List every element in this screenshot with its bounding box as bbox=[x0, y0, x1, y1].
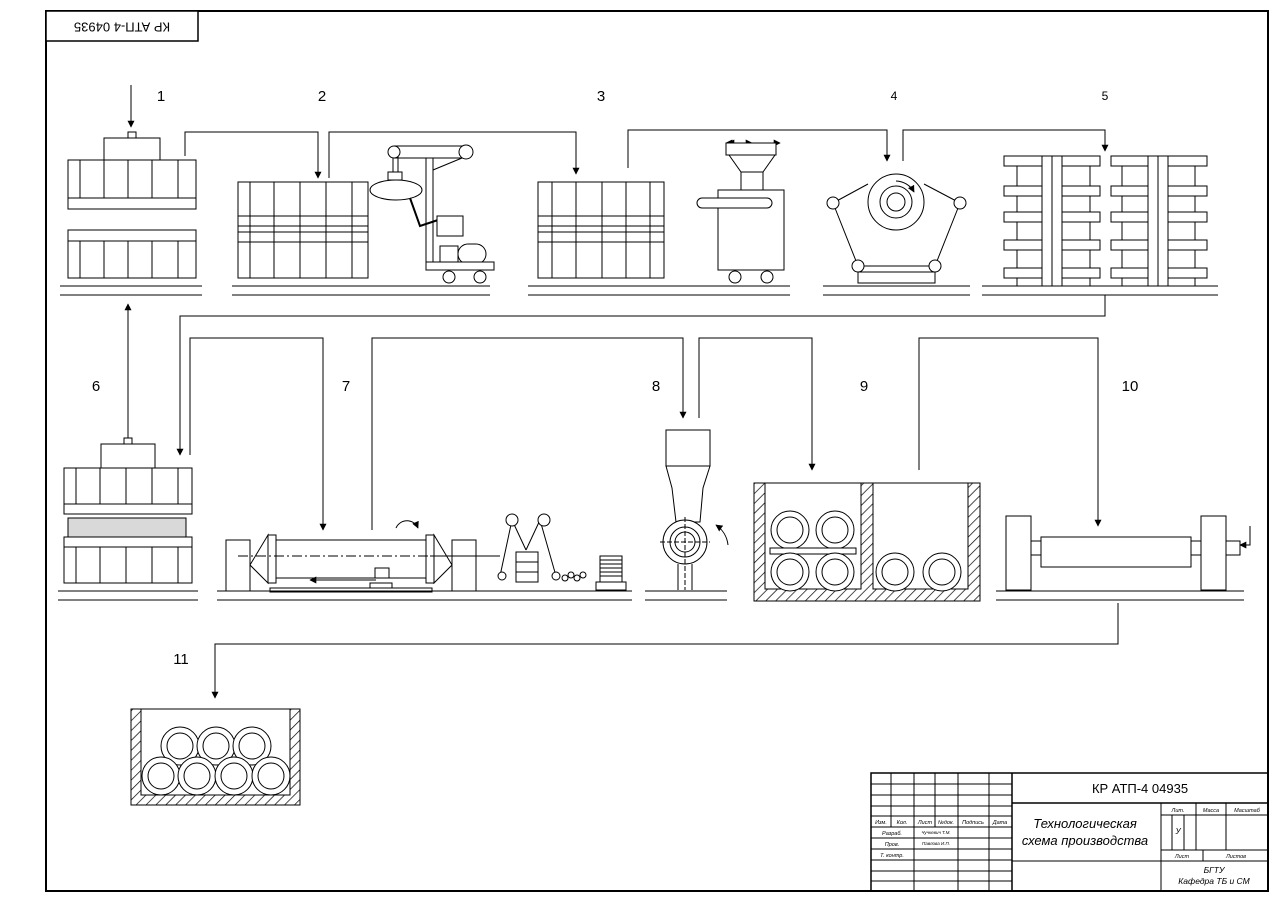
title-block bbox=[870, 772, 1269, 892]
stamp-row-prov: Пров. bbox=[885, 842, 900, 848]
stamp-col-izm: Изм. bbox=[875, 820, 887, 826]
rotated-code-text: КР АТП-4 04935 bbox=[74, 20, 170, 35]
stamp-razrab-name: Чучкевич Т.М. bbox=[921, 830, 950, 835]
stamp-lit-value: У bbox=[1174, 827, 1181, 836]
station-5-storage-racks bbox=[982, 155, 1218, 296]
station-numbers: 1 2 3 4 5 6 7 8 9 10 11 bbox=[92, 88, 1139, 668]
stamp-masshtab-label: Масштаб bbox=[1234, 808, 1261, 814]
drawing-title-line1: Технологическая bbox=[1033, 816, 1137, 831]
stamp-row-tkontr: Т. контр. bbox=[880, 853, 904, 859]
station-7-centrifuge-line bbox=[217, 513, 632, 601]
drawing-frame bbox=[45, 10, 1269, 892]
stamp-col-kol: Кол. bbox=[897, 820, 908, 826]
station-number-2: 2 bbox=[318, 88, 326, 105]
station-9-curing-chamber bbox=[753, 482, 981, 602]
station-11-pipe-storage bbox=[130, 708, 301, 806]
station-number-3: 3 bbox=[597, 88, 605, 105]
department-name: Кафедра ТБ и СМ bbox=[1178, 876, 1250, 886]
station-number-9: 9 bbox=[860, 378, 868, 395]
station-number-10: 10 bbox=[1122, 378, 1139, 395]
stamp-col-podpis: Подпись bbox=[962, 820, 984, 826]
organization-name: БГТУ bbox=[1204, 865, 1226, 875]
station-number-8: 8 bbox=[652, 378, 660, 395]
station-4-winding-machine bbox=[823, 173, 970, 296]
station-number-11: 11 bbox=[173, 651, 189, 668]
stamp-listov-label: Листов bbox=[1225, 854, 1246, 860]
station-8-hopper-rotator bbox=[645, 429, 729, 601]
station-number-4: 4 bbox=[891, 89, 898, 103]
stamp-prov-name: Павлова И.П. bbox=[922, 841, 950, 846]
rotated-code-stamp: КР АТП-4 04935 bbox=[45, 10, 199, 42]
station-number-7: 7 bbox=[342, 378, 350, 395]
station-6-mold-assembly bbox=[58, 437, 198, 601]
station-2-mold-with-mixer bbox=[232, 144, 495, 296]
stamp-massa-label: Масса bbox=[1203, 808, 1219, 814]
stamp-list-label: Лист bbox=[1174, 854, 1190, 860]
station-1-mold-assembly bbox=[60, 131, 202, 296]
title-block-text: КР АТП-4 04935 Технологическая схема про… bbox=[875, 781, 1261, 886]
stamp-col-list: Лист bbox=[917, 820, 933, 826]
station-3-mold-with-feeder bbox=[528, 139, 790, 296]
stamp-lit-label: Лит. bbox=[1171, 808, 1185, 814]
stamp-col-data: Дата bbox=[992, 820, 1008, 826]
stamp-col-ndok: №док. bbox=[938, 820, 954, 826]
station-number-1: 1 bbox=[157, 88, 165, 105]
station-number-6: 6 bbox=[92, 378, 100, 395]
drawing-title-line2: схема производства bbox=[1022, 833, 1148, 848]
station-number-5: 5 bbox=[1102, 89, 1109, 103]
drawing-code: КР АТП-4 04935 bbox=[1092, 781, 1188, 796]
stamp-row-razrab: Разраб. bbox=[882, 831, 902, 837]
station-10-testing-stand bbox=[996, 515, 1244, 601]
process-flow-lines bbox=[124, 85, 1251, 699]
